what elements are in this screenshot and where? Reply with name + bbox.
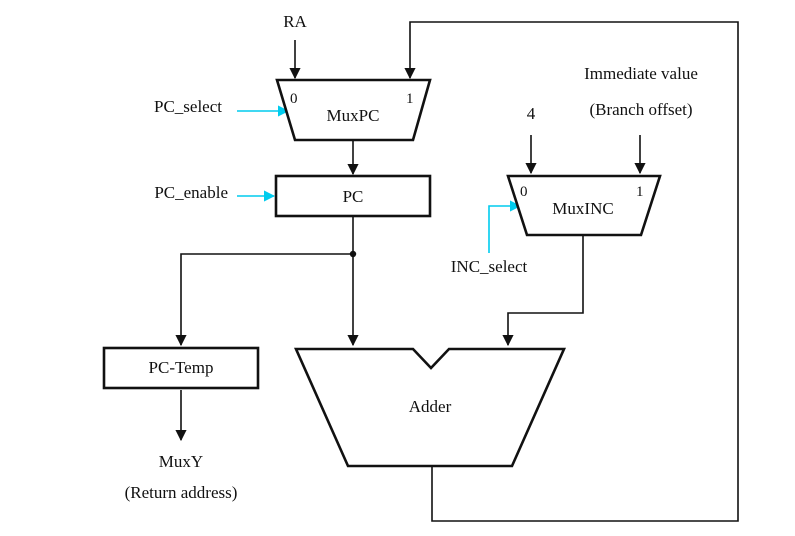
inc-select-wire: [488, 200, 522, 253]
const4-label: 4: [527, 104, 536, 123]
inc-select-label: INC_select: [451, 257, 528, 276]
adder-feedback-wire: [404, 21, 739, 522]
muxy-label: MuxY: [159, 452, 203, 471]
pc-label: PC: [343, 187, 364, 206]
muxinc-label: MuxINC: [552, 199, 613, 218]
muxpc-input1-label: 1: [406, 91, 414, 107]
pctemp-label: PC-Temp: [149, 358, 214, 377]
immediate-label-line2: (Branch offset): [589, 100, 692, 119]
muxinc-to-adder-wire: [502, 235, 584, 347]
muxinc-input0-label: 0: [520, 184, 528, 200]
ra-label: RA: [283, 12, 307, 31]
adder-block: Adder: [293, 347, 567, 468]
muxpc-input0-label: 0: [290, 91, 298, 107]
immediate-label-line1: Immediate value: [584, 64, 698, 83]
return-address-label: (Return address): [125, 483, 238, 502]
pc-to-pctemp-wire: [175, 253, 353, 347]
muxpc-label: MuxPC: [327, 106, 380, 125]
adder-label: Adder: [409, 397, 452, 416]
pc-select-label: PC_select: [154, 97, 222, 116]
muxpc-block: 0 1 MuxPC: [275, 78, 432, 142]
pc-register: PC: [274, 174, 432, 218]
pctemp-register: PC-Temp: [102, 346, 260, 390]
muxinc-block: 0 1 MuxINC: [506, 174, 662, 237]
pc-enable-label: PC_enable: [154, 183, 228, 202]
muxinc-input1-label: 1: [636, 184, 644, 200]
